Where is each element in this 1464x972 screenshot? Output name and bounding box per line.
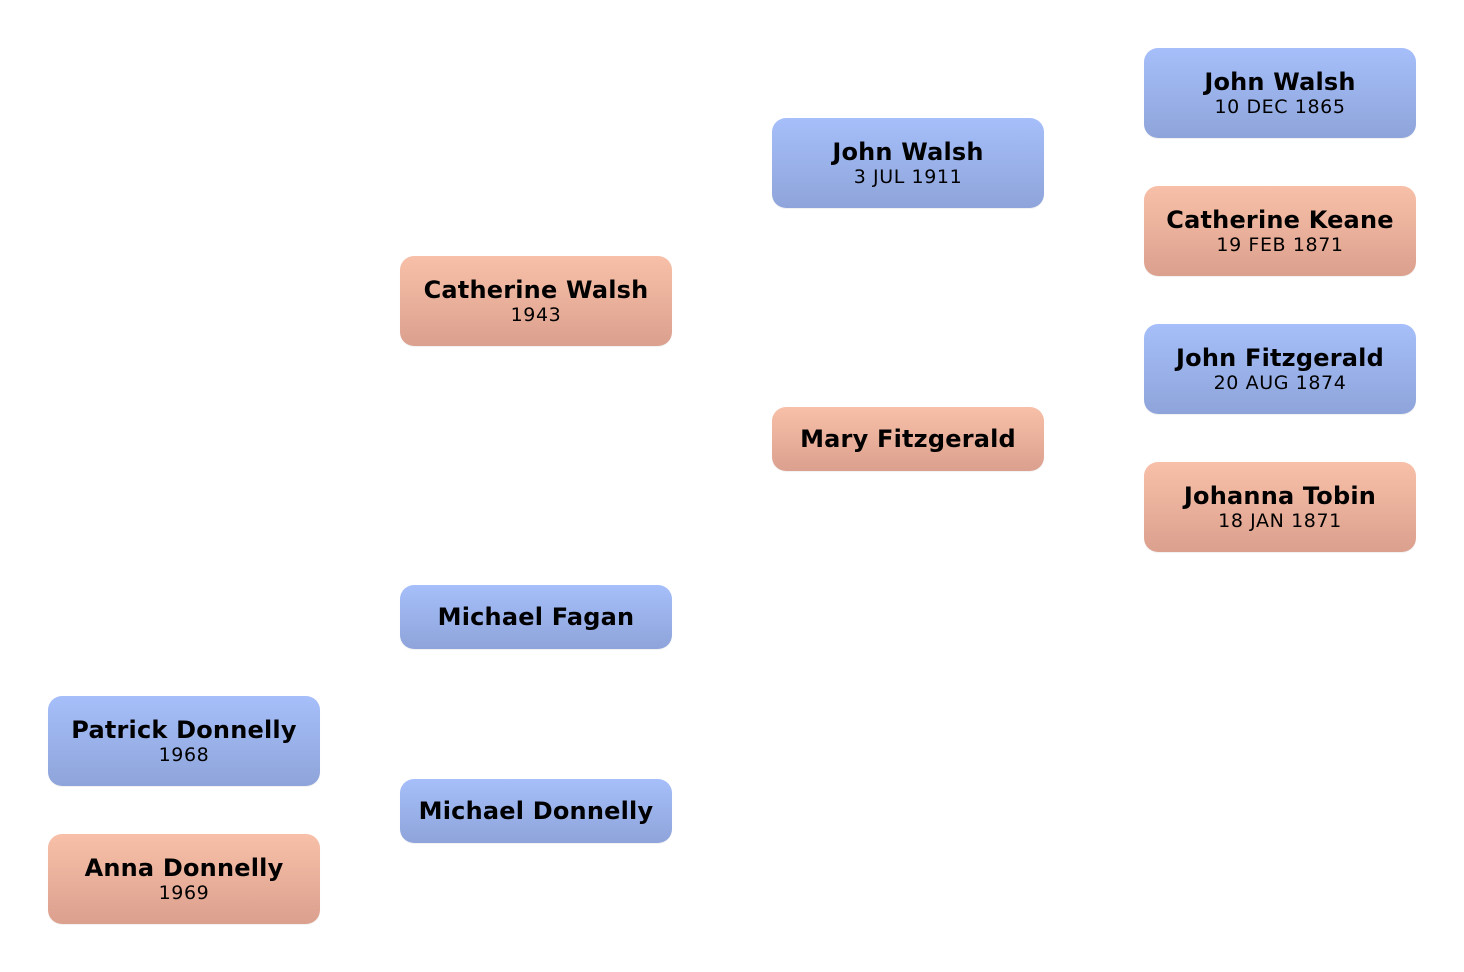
person-date: 1943 [510, 304, 562, 326]
person-card-mary-fitzgerald[interactable]: Mary Fitzgerald [772, 407, 1044, 471]
person-name: John Walsh [832, 138, 984, 166]
person-name: Anna Donnelly [84, 854, 284, 882]
person-name: Catherine Keane [1166, 206, 1394, 234]
person-date: 18 JAN 1871 [1218, 510, 1342, 532]
person-name: Patrick Donnelly [71, 716, 297, 744]
person-date: 20 AUG 1874 [1213, 372, 1347, 394]
person-card-john-fitzgerald[interactable]: John Fitzgerald 20 AUG 1874 [1144, 324, 1416, 414]
person-name: John Fitzgerald [1176, 344, 1384, 372]
person-card-anna-donnelly[interactable]: Anna Donnelly 1969 [48, 834, 320, 924]
person-date: 3 JUL 1911 [853, 166, 963, 188]
person-card-john-walsh-1911[interactable]: John Walsh 3 JUL 1911 [772, 118, 1044, 208]
person-card-catherine-walsh[interactable]: Catherine Walsh 1943 [400, 256, 672, 346]
person-card-michael-fagan[interactable]: Michael Fagan [400, 585, 672, 649]
person-name: Michael Donnelly [418, 797, 654, 825]
person-name: Michael Fagan [437, 603, 635, 631]
person-date: 1969 [158, 882, 210, 904]
person-card-patrick-donnelly[interactable]: Patrick Donnelly 1968 [48, 696, 320, 786]
person-date: 1968 [158, 744, 210, 766]
person-card-michael-donnelly[interactable]: Michael Donnelly [400, 779, 672, 843]
person-date: 10 DEC 1865 [1214, 96, 1346, 118]
person-name: Johanna Tobin [1183, 482, 1377, 510]
person-card-catherine-keane[interactable]: Catherine Keane 19 FEB 1871 [1144, 186, 1416, 276]
person-card-john-walsh-1865[interactable]: John Walsh 10 DEC 1865 [1144, 48, 1416, 138]
person-card-johanna-tobin[interactable]: Johanna Tobin 18 JAN 1871 [1144, 462, 1416, 552]
person-name: John Walsh [1204, 68, 1356, 96]
person-name: Catherine Walsh [423, 276, 649, 304]
person-date: 19 FEB 1871 [1216, 234, 1344, 256]
person-name: Mary Fitzgerald [800, 425, 1016, 453]
